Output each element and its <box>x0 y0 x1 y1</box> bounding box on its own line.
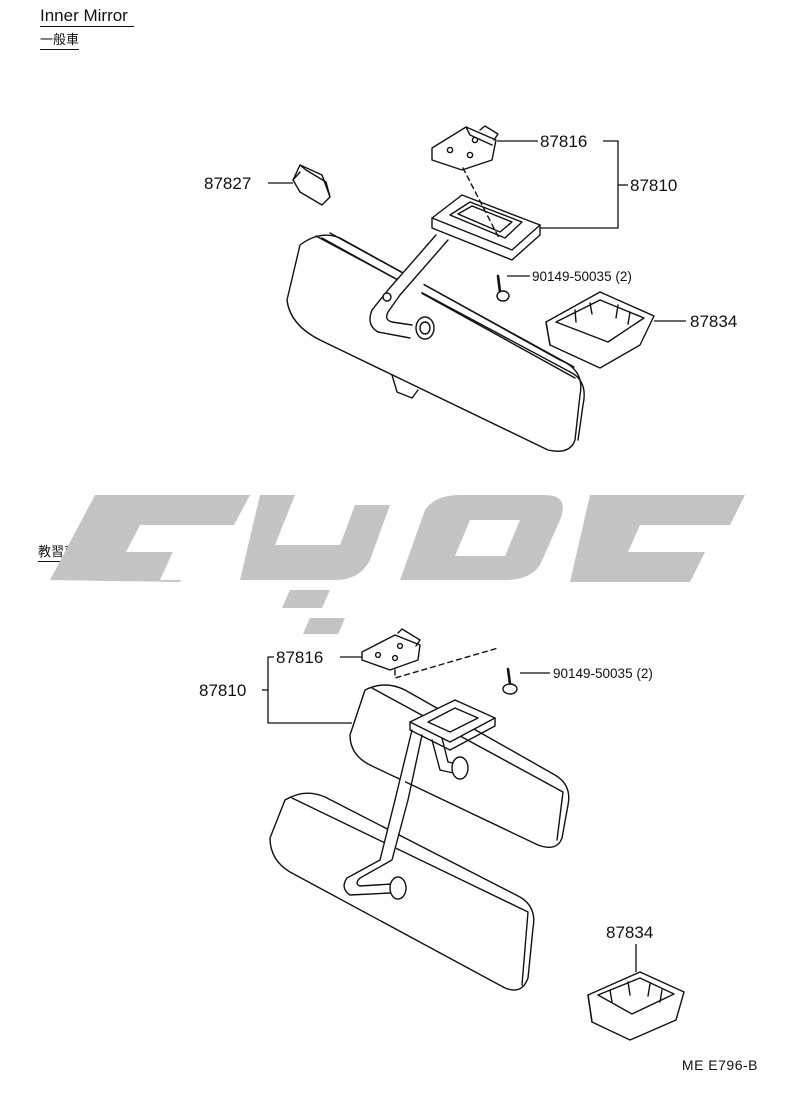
label-bottom-87834: 87834 <box>606 923 653 942</box>
label-bottom-87816: 87816 <box>276 648 323 667</box>
label-top-87810: 87810 <box>630 176 677 195</box>
bottom-bracket-87816-part <box>361 628 421 671</box>
top-cover-87834-part <box>545 291 655 369</box>
bottom-stems <box>343 729 469 900</box>
label-top-87834: 87834 <box>690 312 737 331</box>
label-bottom-screw: 90149-50035 (2) <box>553 666 653 681</box>
drawing-code: ME E796-B <box>681 1057 758 1073</box>
bottom-screw-part <box>502 667 518 695</box>
label-top-screw: 90149-50035 (2) <box>532 269 632 284</box>
top-screw-part <box>496 274 510 302</box>
top-mirror-stem <box>369 234 449 340</box>
top-mirror-body <box>286 232 585 452</box>
watermark-logo <box>50 495 745 634</box>
diagram-title: Inner Mirror <box>40 6 134 27</box>
top-leaders <box>268 140 686 322</box>
bottom-assembly <box>269 628 685 1041</box>
top-mount-base <box>431 194 541 261</box>
section-label-general: 一般車 <box>40 33 80 50</box>
top-assembly <box>286 125 655 452</box>
bottom-mount-base <box>409 699 496 751</box>
label-top-87827: 87827 <box>204 174 251 193</box>
label-bottom-87810: 87810 <box>199 681 246 700</box>
top-assembly-dash-line <box>462 167 501 241</box>
bottom-cover-87834-part <box>587 971 685 1041</box>
pad-87827-part <box>292 164 331 206</box>
top-bracket-87816-part <box>431 125 499 171</box>
label-top-87816: 87816 <box>540 132 587 151</box>
bottom-leaders <box>262 656 637 972</box>
bottom-assembly-dash-line <box>394 647 499 679</box>
